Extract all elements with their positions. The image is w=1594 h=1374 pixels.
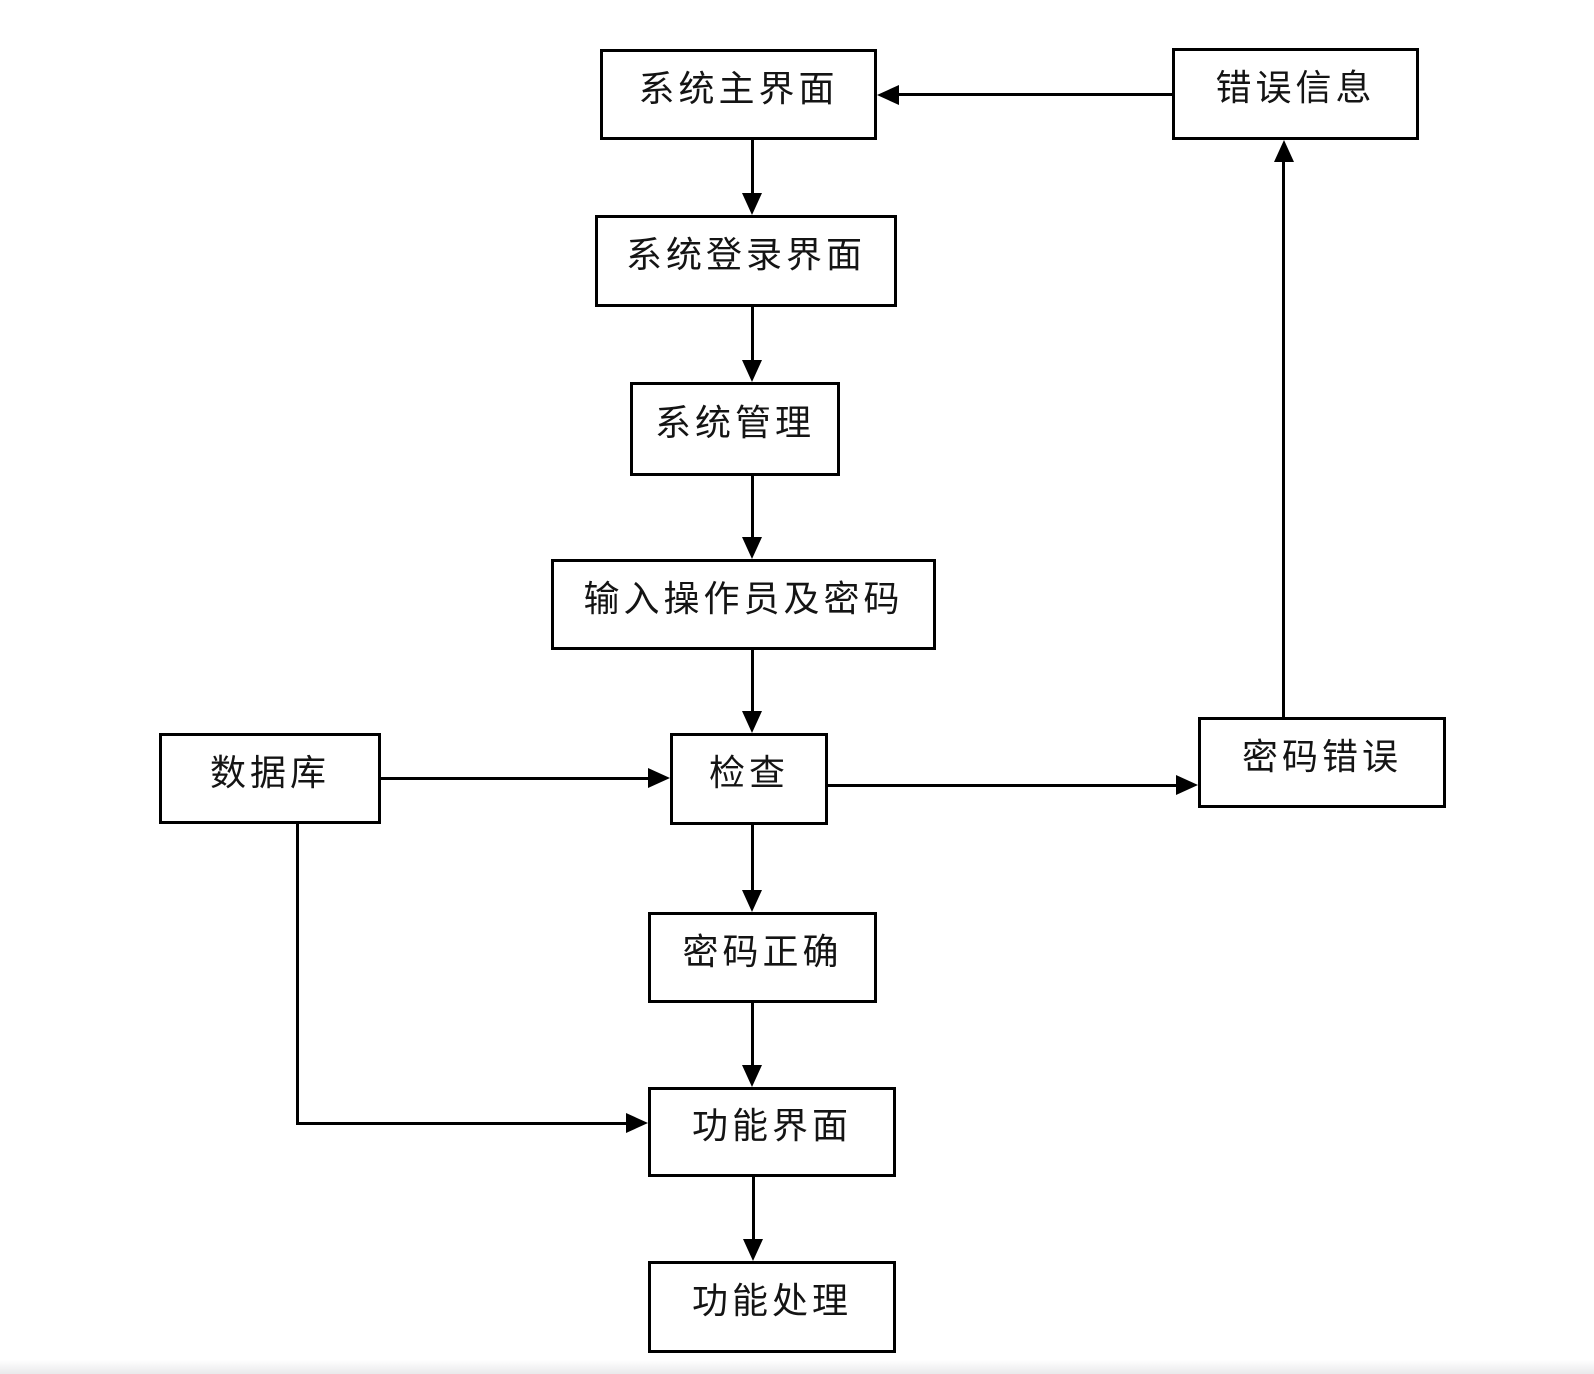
- edge-database-to-check-line: [381, 777, 650, 780]
- arrowhead-down-icon: [742, 1065, 762, 1087]
- node-password-error: 密码错误: [1198, 717, 1446, 808]
- node-function-interface: 功能界面: [648, 1087, 896, 1177]
- arrowhead-down-icon: [742, 360, 762, 382]
- edge-sysmgmt-to-input-line: [751, 476, 754, 538]
- arrowhead-down-icon: [742, 890, 762, 912]
- node-check: 检查: [670, 733, 828, 825]
- arrowhead-down-icon: [742, 537, 762, 559]
- edge-check-to-pwderror-line: [828, 784, 1178, 787]
- node-function-processing: 功能处理: [648, 1261, 896, 1353]
- node-error-info: 错误信息: [1172, 48, 1419, 140]
- node-input-operator-password: 输入操作员及密码: [551, 559, 936, 650]
- arrowhead-right-icon: [1176, 775, 1198, 795]
- edge-funcui-to-funcproc-line: [752, 1177, 755, 1240]
- edge-main-to-login-line: [751, 140, 754, 196]
- edge-input-to-check-line: [751, 650, 754, 712]
- edge-pwderror-to-errinfo-line: [1282, 160, 1285, 717]
- edge-login-to-sysmgmt-line: [751, 307, 754, 362]
- arrowhead-down-icon: [742, 711, 762, 733]
- edge-check-to-pwdcorrect-line: [751, 825, 754, 892]
- arrowhead-down-icon: [742, 193, 762, 215]
- node-password-correct: 密码正确: [648, 912, 877, 1003]
- arrowhead-left-icon: [877, 85, 899, 105]
- page-bottom-edge: [0, 1360, 1594, 1374]
- arrowhead-down-icon: [743, 1239, 763, 1261]
- arrowhead-right-icon: [648, 768, 670, 788]
- node-login-interface: 系统登录界面: [595, 215, 897, 307]
- arrowhead-up-icon: [1274, 140, 1294, 162]
- node-system-management: 系统管理: [630, 382, 840, 476]
- edge-database-to-funcui-hline: [296, 1122, 628, 1125]
- node-main-interface: 系统主界面: [600, 49, 877, 140]
- edge-errinfo-to-main-line: [897, 93, 1172, 96]
- node-database: 数据库: [159, 733, 381, 824]
- edge-database-to-funcui-vline: [296, 824, 299, 1125]
- edge-pwdcorrect-to-funcui-line: [751, 1003, 754, 1066]
- arrowhead-right-icon: [626, 1113, 648, 1133]
